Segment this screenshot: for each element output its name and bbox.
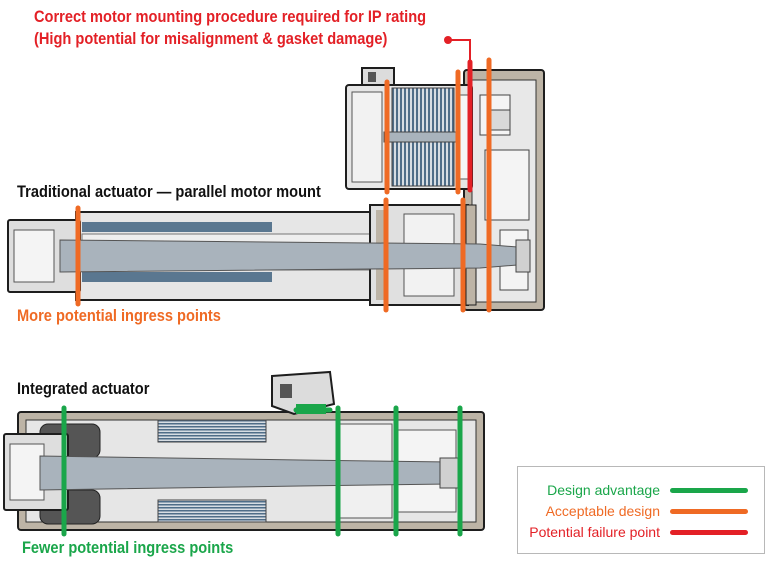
mounting-warning-line2: (High potential for misalignment & gaske… [34,29,388,48]
integrated-lead-screw [39,455,451,491]
mounting-warning-line1: Correct motor mounting procedure require… [34,7,427,26]
legend-label: Design advantage [547,482,660,498]
failure-callout-leader [448,39,471,62]
legend-label: Acceptable design [545,503,660,519]
legend-swatch [670,488,748,493]
traditional-title: Traditional actuator — parallel motor mo… [17,182,321,201]
lead-screw [59,239,531,273]
legend-label: Potential failure point [529,524,660,540]
legend: Design advantage Acceptable design Poten… [517,466,765,554]
more-ingress-caption: More potential ingress points [17,306,221,325]
traditional-actuator [7,36,545,313]
motor-windings [391,87,455,135]
integrated-actuator [3,370,485,537]
legend-item-acceptable: Acceptable design [518,500,764,522]
integrated-windings [157,419,267,443]
legend-item-advantage: Design advantage [518,479,764,501]
fewer-ingress-caption: Fewer potential ingress points [22,538,234,557]
legend-item-failure: Potential failure point [518,521,764,543]
failure-callout-dot [444,36,452,44]
mounting-warning: Correct motor mounting procedure require… [34,6,426,50]
legend-swatch [670,530,748,535]
integrated-title: Integrated actuator [17,379,150,398]
legend-swatch [670,509,748,514]
